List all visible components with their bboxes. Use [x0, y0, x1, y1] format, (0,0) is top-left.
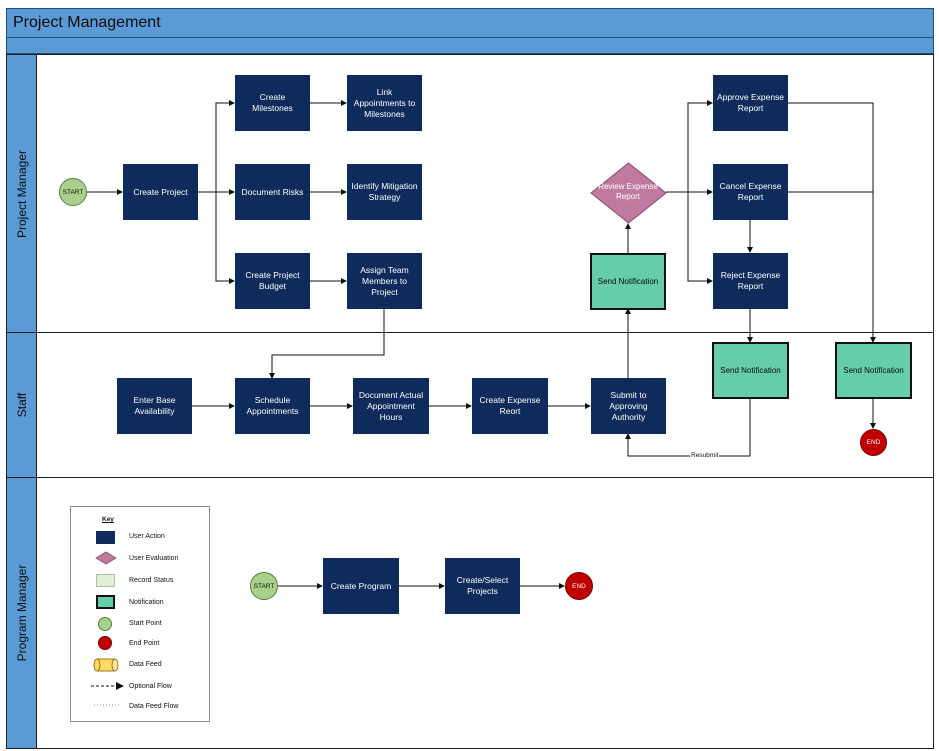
legend-label-user-action: User Action [129, 533, 165, 540]
create-select-projects-box: Create/Select Projects [445, 558, 520, 614]
identify-mitigation-box: Identify Mitigation Strategy [347, 164, 422, 220]
review-expense-label: Review Expense Report [598, 182, 658, 201]
lane-header-staff: Staff [7, 333, 37, 477]
data-feed-flow-icon [94, 704, 119, 706]
lane-header-project-manager: Project Manager [7, 55, 37, 332]
arrow-resubmit [625, 399, 751, 457]
send-notification-pm: Send Notification [590, 253, 666, 310]
create-project-box: Create Project [123, 164, 198, 220]
legend-label-data-feed: Data Feed [129, 661, 162, 668]
record-status-icon [96, 574, 115, 587]
staff-end-point: END [860, 429, 887, 456]
review-expense-diamond [590, 162, 667, 224]
start-point-icon [98, 617, 112, 631]
send-notification-staff-reject: Send Notification [712, 342, 789, 399]
create-program-box: Create Program [323, 558, 399, 614]
legend-label-user-evaluation: User Evaluation [129, 555, 179, 562]
document-risks-box: Document Risks [235, 164, 310, 220]
legend-title: Key [102, 516, 114, 523]
optional-flow-icon [91, 682, 124, 690]
assign-team-box: Assign Team Members to Project [347, 253, 422, 309]
legend-label-start-point: Start Point [129, 620, 162, 627]
cancel-expense-box: Cancel Expense Report [713, 164, 788, 220]
document-actual-hours-box: Document Actual Appointment Hours [353, 378, 429, 434]
legend-label-optional-flow: Optional Flow [129, 683, 172, 690]
arrow-assign-to-schedule [269, 309, 385, 379]
approve-expense-box: Approve Expense Report [713, 75, 788, 131]
link-appointments-box: Link Appointments to Milestones [347, 75, 422, 131]
create-expense-report-box: Create Expense Reort [472, 378, 548, 434]
schedule-appointments-box: Schedule Appointments [235, 378, 310, 434]
enter-base-availability-box: Enter Base Availability [117, 378, 192, 434]
create-milestones-box: Create Milestones [235, 75, 310, 131]
arrow-to-create-milestones [215, 100, 235, 192]
title-bar: Project Management [6, 8, 934, 38]
end-point-icon [98, 636, 112, 650]
legend-label-end-point: End Point [129, 640, 160, 647]
legend-label-record-status: Record Status [129, 577, 174, 584]
arrow-review-to-reject [687, 192, 713, 284]
prog-end-point: END [565, 572, 593, 600]
user-action-icon [96, 531, 115, 544]
pm-start-point: START [59, 178, 87, 206]
arrow-to-create-budget [215, 192, 235, 284]
lane-header-program-manager: Program Manager [7, 478, 37, 748]
prog-start-point: START [250, 572, 278, 600]
submit-approving-authority-box: Submit to Approving Authority [591, 378, 666, 434]
legend-label-notification: Notification [129, 599, 164, 606]
data-feed-icon [93, 658, 119, 672]
arrow-review-to-approve [687, 100, 713, 192]
user-evaluation-icon [95, 551, 117, 565]
legend: Key User Action User Evaluation Record S… [70, 506, 210, 722]
send-notification-staff-approve: Send Notification [835, 342, 912, 399]
arrow-approve-to-notification [788, 102, 876, 343]
notification-icon [96, 595, 115, 609]
reject-expense-box: Reject Expense Report [713, 253, 788, 309]
header-strip [6, 38, 934, 54]
legend-label-data-feed-flow: Data Feed Flow [129, 703, 179, 710]
page-title: Project Management [13, 14, 161, 31]
create-budget-box: Create Project Budget [235, 253, 310, 309]
resubmit-label: Resubmit [690, 452, 720, 459]
